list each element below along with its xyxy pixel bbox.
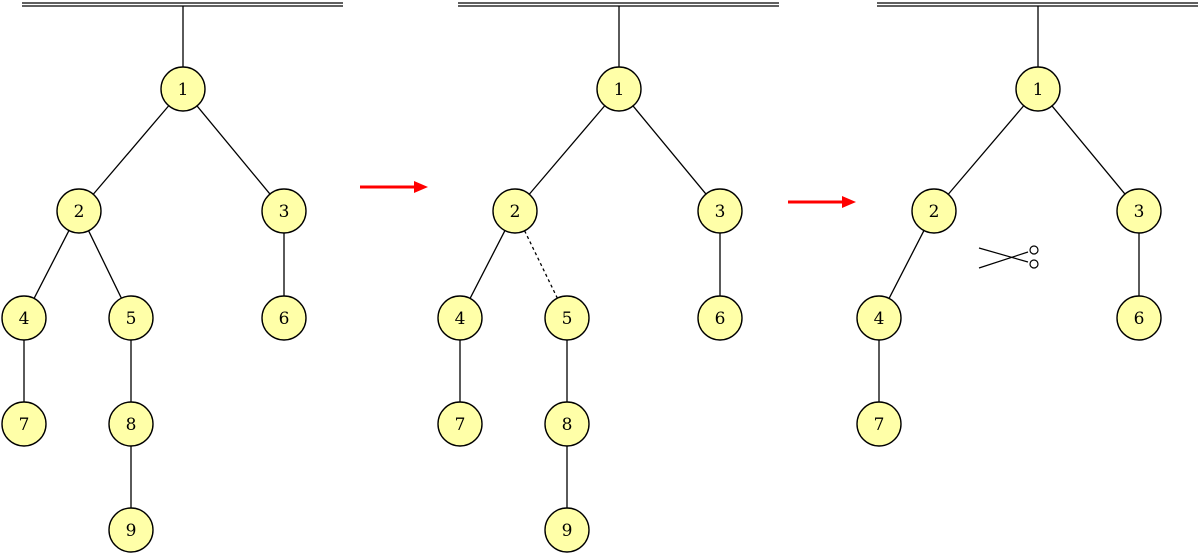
- node-circle: [160, 66, 206, 112]
- right-arrow-icon: [360, 181, 428, 193]
- node-circle: [1015, 66, 1061, 112]
- node-circle: [856, 401, 902, 447]
- node-7: 7: [437, 401, 483, 447]
- node-label: 4: [874, 309, 885, 329]
- right-arrow-icon: [788, 196, 856, 208]
- edge-2-4: [888, 230, 925, 299]
- node-label: 9: [562, 521, 573, 541]
- node-label: 4: [455, 309, 466, 329]
- node-circle: [596, 66, 642, 112]
- node-circle: [1, 401, 47, 447]
- cut-edge-2-5: [524, 230, 558, 299]
- edge-1-3: [196, 105, 271, 195]
- node-label: 3: [279, 202, 290, 222]
- node-label: 7: [19, 415, 30, 435]
- node-2: 2: [492, 188, 538, 234]
- node-4: 4: [437, 295, 483, 341]
- node-1: 1: [596, 66, 642, 112]
- edge-1-2: [92, 105, 170, 195]
- node-8: 8: [544, 401, 590, 447]
- node-label: 5: [126, 309, 137, 329]
- node-circle: [56, 188, 102, 234]
- node-label: 1: [1033, 80, 1044, 100]
- node-label: 9: [126, 521, 137, 541]
- node-circle: [544, 401, 590, 447]
- node-circle: [697, 188, 743, 234]
- node-3: 3: [261, 188, 307, 234]
- node-5: 5: [544, 295, 590, 341]
- node-7: 7: [856, 401, 902, 447]
- node-circle: [544, 507, 590, 553]
- edge-1-3: [632, 105, 707, 195]
- node-circle: [1116, 295, 1162, 341]
- node-circle: [856, 295, 902, 341]
- node-2: 2: [911, 188, 957, 234]
- node-circle: [108, 401, 154, 447]
- edge-2-5: [88, 230, 122, 299]
- node-label: 7: [874, 415, 885, 435]
- node-label: 6: [279, 309, 290, 329]
- node-label: 3: [715, 202, 726, 222]
- node-circle: [108, 295, 154, 341]
- node-1: 1: [160, 66, 206, 112]
- edge-2-4: [469, 230, 506, 299]
- node-label: 6: [715, 309, 726, 329]
- node-label: 6: [1134, 309, 1145, 329]
- node-circle: [492, 188, 538, 234]
- node-label: 1: [178, 80, 189, 100]
- node-2: 2: [56, 188, 102, 234]
- node-8: 8: [108, 401, 154, 447]
- node-label: 2: [929, 202, 940, 222]
- node-circle: [1, 295, 47, 341]
- node-9: 9: [544, 507, 590, 553]
- node-circle: [261, 295, 307, 341]
- node-label: 3: [1134, 202, 1145, 222]
- tree-panel-before: 1 2 3 4 5 6 7 8 9: [1, 2, 343, 553]
- node-circle: [437, 401, 483, 447]
- node-circle: [911, 188, 957, 234]
- node-label: 8: [126, 415, 137, 435]
- node-label: 2: [74, 202, 85, 222]
- scissors-icon: [978, 245, 1039, 269]
- node-3: 3: [697, 188, 743, 234]
- node-label: 2: [510, 202, 521, 222]
- node-label: 8: [562, 415, 573, 435]
- node-5: 5: [108, 295, 154, 341]
- node-6: 6: [261, 295, 307, 341]
- node-label: 7: [455, 415, 466, 435]
- edge-1-2: [947, 105, 1025, 195]
- node-circle: [108, 507, 154, 553]
- tree-panel-after: 1 2 3 4 6 7: [856, 2, 1198, 447]
- node-9: 9: [108, 507, 154, 553]
- node-7: 7: [1, 401, 47, 447]
- node-circle: [697, 295, 743, 341]
- node-6: 6: [697, 295, 743, 341]
- node-6: 6: [1116, 295, 1162, 341]
- node-3: 3: [1116, 188, 1162, 234]
- node-4: 4: [1, 295, 47, 341]
- edge-1-2: [528, 105, 606, 195]
- node-label: 5: [562, 309, 573, 329]
- node-label: 4: [19, 309, 30, 329]
- node-circle: [1116, 188, 1162, 234]
- edge-2-4: [33, 230, 70, 299]
- edge-1-3: [1051, 105, 1126, 195]
- node-circle: [261, 188, 307, 234]
- tree-panel-cut: 1 2 3 4 5 6 7 8 9: [437, 2, 1039, 553]
- node-4: 4: [856, 295, 902, 341]
- node-1: 1: [1015, 66, 1061, 112]
- node-label: 1: [614, 80, 625, 100]
- node-circle: [544, 295, 590, 341]
- node-circle: [437, 295, 483, 341]
